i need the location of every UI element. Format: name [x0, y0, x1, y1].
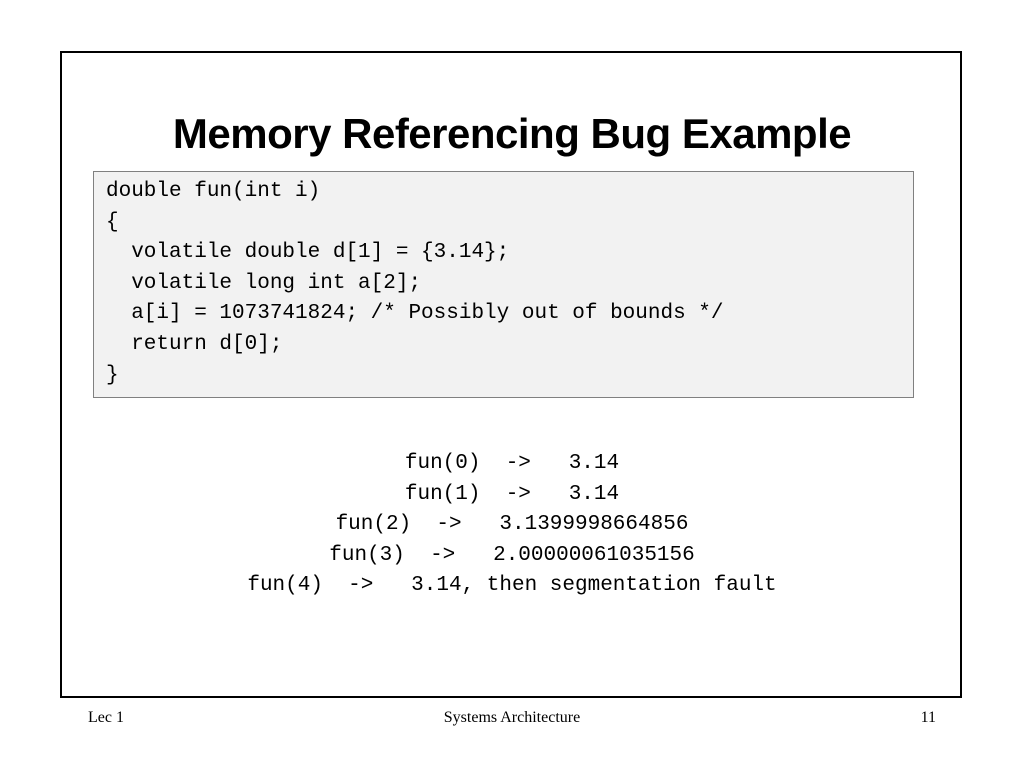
code-line: volatile long int a[2];: [106, 271, 422, 295]
code-line: a[i] = 1073741824; /* Possibly out of bo…: [106, 302, 724, 326]
code-line: double fun(int i): [106, 180, 321, 203]
footer-course-title: Systems Architecture: [443, 709, 581, 726]
footer-lecture: Lec 1: [88, 709, 124, 726]
code-line: {: [106, 210, 119, 234]
result-line: fun(3) -> 2.00000061035156: [329, 543, 695, 567]
result-line: fun(2) -> 3.1399998664856: [335, 513, 689, 537]
results-block: fun(0) -> 3.14 fun(1) -> 3.14 fun(2) -> 3.…: [0, 449, 1024, 602]
result-line: fun(1) -> 3.14: [404, 482, 620, 506]
code-line: }: [106, 363, 119, 387]
code-line: return d[0];: [106, 332, 283, 356]
code-line: volatile double d[1] = {3.14};: [106, 241, 510, 265]
result-line: fun(0) -> 3.14: [404, 452, 620, 475]
code-block: double fun(int i) { volatile double d[1] …: [93, 171, 914, 398]
slide-title: Memory Referencing Bug Example: [172, 110, 852, 157]
result-line: fun(4) -> 3.14, then segmentation fault: [247, 574, 777, 598]
footer-page-number: 11: [920, 709, 936, 726]
slide-frame: [60, 51, 962, 698]
